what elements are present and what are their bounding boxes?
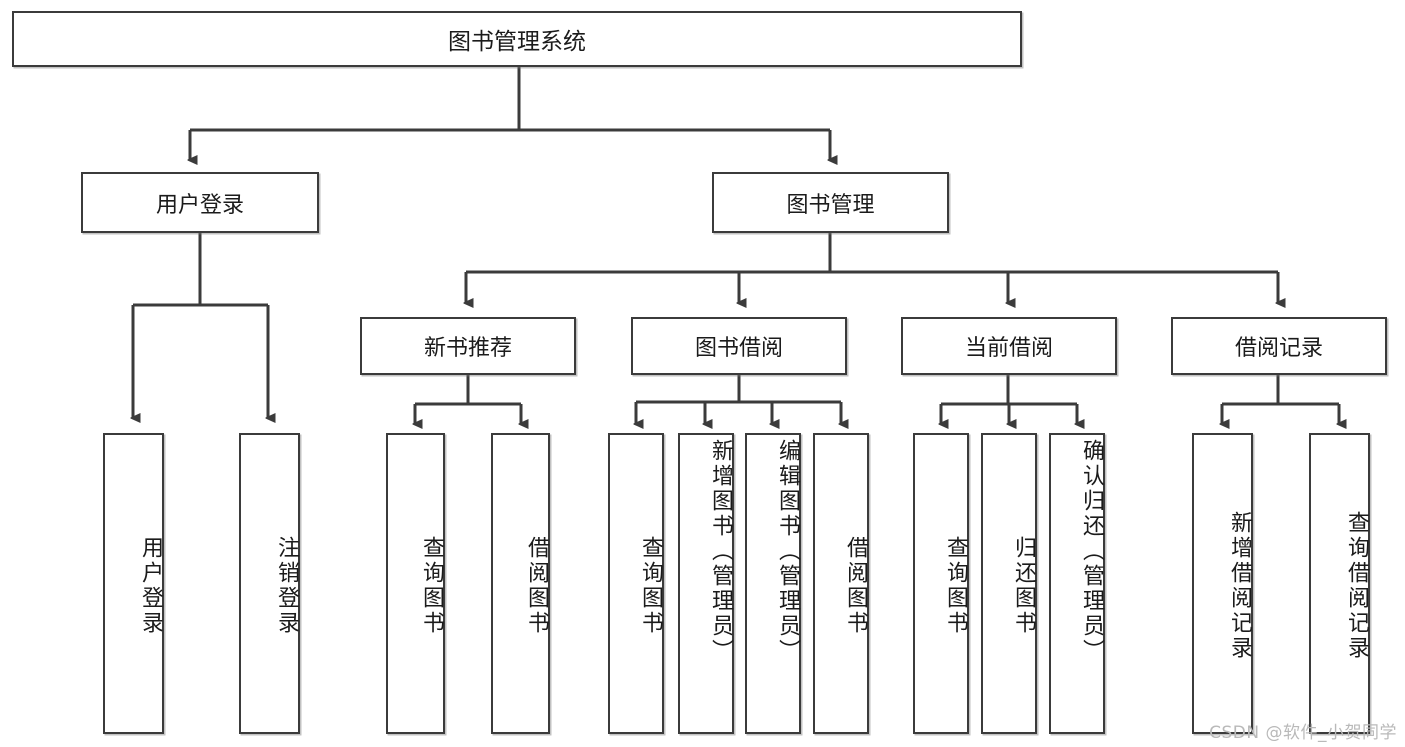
node-leaf-add-book[interactable]: 新增图书（管理员） <box>678 433 734 734</box>
node-root[interactable]: 图书管理系统 <box>12 11 1022 67</box>
node-borrow-record[interactable]: 借阅记录 <box>1171 317 1387 375</box>
node-leaf-query-book-2[interactable]: 查询图书 <box>608 433 664 734</box>
node-leaf-query-record[interactable]: 查询借阅记录 <box>1309 433 1370 734</box>
node-current-borrow[interactable]: 当前借阅 <box>901 317 1117 375</box>
node-leaf-add-record[interactable]: 新增借阅记录 <box>1192 433 1253 734</box>
node-new-book-recommend[interactable]: 新书推荐 <box>360 317 576 375</box>
node-book-borrow[interactable]: 图书借阅 <box>631 317 847 375</box>
node-leaf-logout[interactable]: 注销登录 <box>239 433 300 734</box>
node-leaf-confirm-return[interactable]: 确认归还（管理员） <box>1049 433 1105 734</box>
node-leaf-borrow-book-1[interactable]: 借阅图书 <box>491 433 550 734</box>
node-leaf-borrow-book-2[interactable]: 借阅图书 <box>813 433 869 734</box>
node-leaf-query-book-1[interactable]: 查询图书 <box>386 433 445 734</box>
node-book-manage[interactable]: 图书管理 <box>712 172 949 233</box>
watermark-text: CSDN @软件_小贺同学 <box>1209 723 1397 743</box>
node-leaf-query-book-3[interactable]: 查询图书 <box>913 433 969 734</box>
node-leaf-edit-book[interactable]: 编辑图书（管理员） <box>745 433 801 734</box>
node-leaf-user-login[interactable]: 用户登录 <box>103 433 164 734</box>
node-user-login[interactable]: 用户登录 <box>81 172 319 233</box>
node-leaf-return-book[interactable]: 归还图书 <box>981 433 1037 734</box>
